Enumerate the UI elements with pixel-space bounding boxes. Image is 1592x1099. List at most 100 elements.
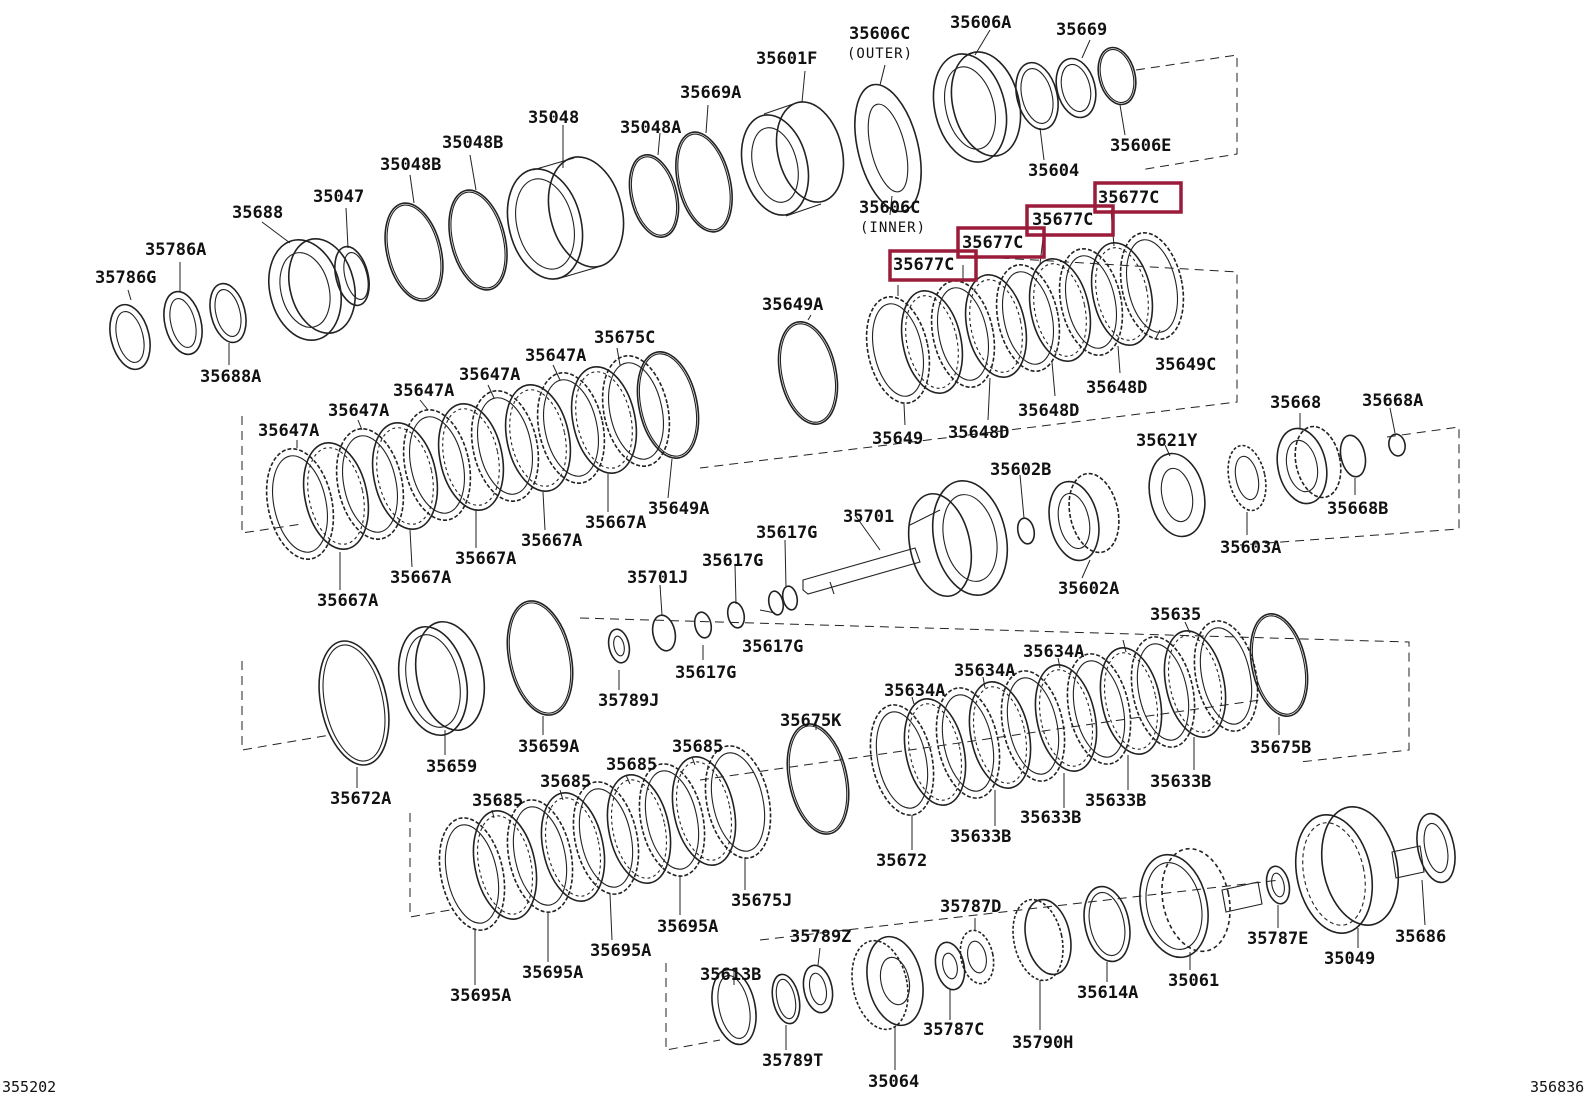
row5-labels: 35685 35685 35685 35685 35695A 35695A 35… [450,737,1446,1092]
label-35677C-3: 35677C [1032,210,1093,230]
label-35675C: 35675C [594,328,655,348]
label-35613B: 35613B [700,965,761,985]
label-35786A: 35786A [145,240,206,260]
label-35602A: 35602A [1058,579,1119,599]
label-35647A-5: 35647A [525,346,586,366]
part-highlights [888,181,1183,282]
footer-right-ref: 356836 [1530,1078,1584,1096]
label-35049: 35049 [1324,949,1375,969]
label-35677C-1: 35677C [893,255,954,275]
label-35672: 35672 [876,851,927,871]
label-35649C: 35649C [1155,355,1216,375]
label-35789Z: 35789Z [790,927,851,947]
label-35633B-2: 35633B [1085,791,1146,811]
label-35634A-3: 35634A [1023,642,1084,662]
label-35667A-4: 35667A [521,531,582,551]
label-35677C-2: 35677C [962,233,1023,253]
label-35786G: 35786G [95,268,156,288]
label-35685-2: 35685 [540,772,591,792]
label-35602B: 35602B [990,460,1051,480]
label-35648D-3: 35648D [1086,378,1147,398]
label-35647A-4: 35647A [459,365,520,385]
row4-labels: 35672A 35659 35659A 35675K 35634A 35634A… [330,605,1311,871]
label-35649A-2: 35649A [762,295,823,315]
row1-parts [109,46,1137,371]
label-35668B: 35668B [1327,499,1388,519]
label-35647A-3: 35647A [393,381,454,401]
label-35695A-3: 35695A [590,941,651,961]
label-35675K: 35675K [780,711,842,731]
label-35048B-b: 35048B [442,133,503,153]
label-35635: 35635 [1150,605,1201,625]
row2-labels: 35647A 35647A 35647A 35647A 35647A 35675… [258,188,1216,611]
label-35701J: 35701J [627,568,688,588]
label-35617G-1: 35617G [756,523,817,543]
label-35685-4: 35685 [672,737,723,757]
label-35685-3: 35685 [606,755,657,775]
label-35675B: 35675B [1250,738,1311,758]
label-35686: 35686 [1395,927,1446,947]
label-35603A: 35603A [1220,538,1281,558]
label-35790H: 35790H [1012,1033,1073,1053]
label-35606C-outer: 35606C [849,24,910,44]
row3-labels: 35602B 35621Y 35668 35668A 35668B 35603A… [598,391,1423,711]
label-35614A: 35614A [1077,983,1138,1003]
row4-parts [318,600,1309,835]
label-35669: 35669 [1056,20,1107,40]
label-35789J: 35789J [598,691,659,711]
label-inner-note: (INNER) [860,220,926,236]
label-35667A-2: 35667A [390,568,451,588]
label-35672A: 35672A [330,789,391,809]
highlight-box-35677C-1[interactable] [888,249,978,282]
label-35648D-2: 35648D [1018,401,1079,421]
highlight-box-35677C-3[interactable] [1025,204,1115,237]
label-35685-1: 35685 [472,791,523,811]
label-35695A-2: 35695A [522,963,583,983]
label-35667A-1: 35667A [317,591,378,611]
label-35701: 35701 [843,507,894,527]
label-35048: 35048 [528,108,579,128]
label-35647A-1: 35647A [258,421,319,441]
label-35787C: 35787C [923,1020,984,1040]
row3-parts [607,425,1406,664]
label-35048A: 35048A [620,118,681,138]
label-35633B-1: 35633B [1150,772,1211,792]
label-35606E: 35606E [1110,136,1171,156]
label-35787D: 35787D [940,897,1001,917]
highlight-box-35677C-2[interactable] [956,226,1046,259]
label-35621Y: 35621Y [1136,431,1198,451]
label-35688A: 35688A [200,367,261,387]
label-35667A-5: 35667A [585,513,646,533]
label-35064: 35064 [868,1072,919,1092]
label-35659: 35659 [426,757,477,777]
label-35633B-3: 35633B [1020,808,1081,828]
label-35648D-1: 35648D [948,423,1009,443]
label-35668A: 35668A [1362,391,1423,411]
label-35634A-1: 35634A [884,681,945,701]
label-35647A-2: 35647A [328,401,389,421]
label-35617G-4: 35617G [675,663,736,683]
label-35688: 35688 [232,203,283,223]
highlight-box-35677C-4[interactable] [1093,181,1183,214]
label-35047: 35047 [313,187,364,207]
label-35789T: 35789T [762,1051,823,1071]
label-35675J: 35675J [731,891,792,911]
label-35633B-4: 35633B [950,827,1011,847]
label-35617G-2: 35617G [702,551,763,571]
label-35668: 35668 [1270,393,1321,413]
label-35601F: 35601F [756,49,817,69]
label-35606A: 35606A [950,13,1011,33]
label-35667A-3: 35667A [455,549,516,569]
group-outlines [241,54,1460,1051]
label-35677C-4: 35677C [1098,188,1159,208]
label-35617G-3: 35617G [742,637,803,657]
label-35659A: 35659A [518,737,579,757]
label-35634A-2: 35634A [954,661,1015,681]
row5-parts [438,745,1456,1046]
label-35669A: 35669A [680,83,741,103]
row1-labels: 35786G 35786A 35688A 35688 35047 35048B … [95,13,1171,387]
label-outer-note: (OUTER) [847,46,913,62]
label-35061: 35061 [1168,971,1219,991]
label-35649A-1: 35649A [648,499,709,519]
